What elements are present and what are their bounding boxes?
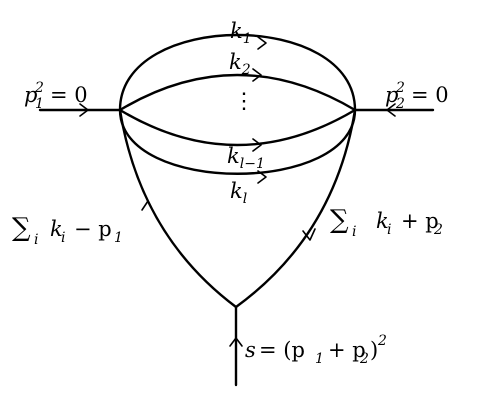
label-dots: ⋮ [233, 89, 255, 114]
loop-line-k2 [118, 73, 357, 112]
arrow-p1-icon [79, 103, 89, 117]
arrow-kl-icon [257, 170, 267, 184]
label-kl-minus-1: kl−1 [227, 144, 265, 172]
arrow-right-line-icon [302, 228, 316, 241]
loop-line-kl-minus-1 [118, 108, 357, 147]
propagator-lines [38, 33, 435, 387]
label-k1: k1 [230, 19, 252, 47]
arrow-left-line-icon [141, 200, 154, 212]
arrow-p2-icon [386, 103, 396, 117]
right-vertex-line [234, 108, 357, 309]
momentum-arrows [79, 36, 396, 347]
arrow-k2-icon [252, 68, 262, 82]
loop-line-k1 [118, 33, 357, 112]
label-k2: k2 [229, 50, 251, 78]
label-kl: kl [230, 179, 247, 207]
loop-line-kl [118, 108, 357, 175]
arrow-kl-minus-1-icon [252, 138, 262, 152]
arrow-k1-icon [257, 36, 267, 50]
left-vertex-line [118, 108, 238, 309]
arrow-s-icon [229, 337, 243, 347]
